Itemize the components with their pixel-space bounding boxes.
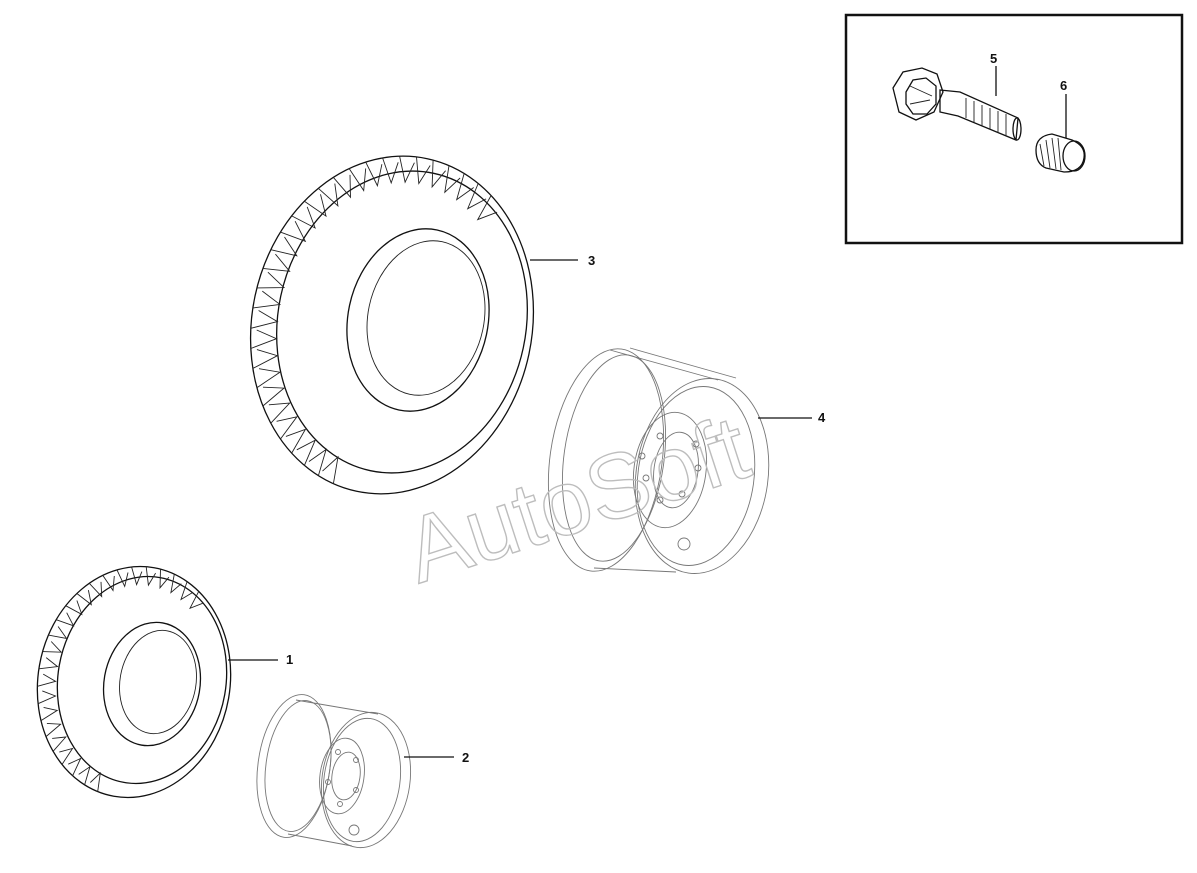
tread-lug bbox=[78, 765, 91, 786]
tread-lug bbox=[308, 448, 327, 476]
tread-lug bbox=[102, 575, 115, 592]
tread-lug bbox=[68, 757, 82, 776]
tread-lug bbox=[45, 722, 62, 737]
tread-lug bbox=[416, 156, 431, 185]
tread-lug bbox=[145, 566, 156, 587]
callout-4: 4 bbox=[818, 410, 826, 425]
tread-lug bbox=[466, 183, 487, 210]
tread-lug bbox=[170, 574, 182, 594]
tread-lug bbox=[268, 402, 291, 424]
tread-lug bbox=[318, 183, 339, 207]
tread-lug bbox=[59, 747, 74, 765]
tread-lug bbox=[399, 156, 415, 184]
tread-lug bbox=[382, 157, 399, 185]
large-tire-tread bbox=[250, 156, 498, 484]
wheel-bolt-illustration bbox=[892, 67, 1022, 141]
tread-lug bbox=[250, 310, 279, 329]
tread-lug bbox=[76, 590, 92, 606]
tread-lug bbox=[88, 581, 103, 598]
tread-lug bbox=[322, 455, 339, 484]
tread-lug bbox=[189, 591, 203, 610]
tread-lug bbox=[476, 195, 498, 221]
tread-lug bbox=[333, 174, 351, 199]
tread-lug bbox=[280, 220, 307, 243]
callout-3: 3 bbox=[588, 253, 595, 268]
tread-lug bbox=[38, 657, 59, 670]
tread-lug bbox=[56, 612, 75, 627]
tread-lug bbox=[37, 690, 57, 705]
tread-lug bbox=[262, 386, 286, 407]
tread-lug bbox=[52, 736, 67, 752]
tread-lug bbox=[256, 271, 286, 289]
tread-lug bbox=[285, 428, 307, 454]
tread-lug bbox=[365, 161, 383, 188]
tread-lug bbox=[276, 416, 298, 440]
tread-lug bbox=[42, 641, 63, 653]
callout-5: 5 bbox=[990, 51, 997, 66]
tread-lug bbox=[252, 349, 279, 369]
tread-lug bbox=[65, 600, 83, 616]
tread-lug bbox=[291, 206, 316, 229]
tread-lug bbox=[256, 368, 282, 389]
detail-inset: 5 6 bbox=[844, 13, 1184, 245]
large-tire-illustration bbox=[249, 155, 535, 495]
tread-lug bbox=[252, 290, 282, 309]
tread-lug bbox=[250, 329, 278, 349]
callout-6: 6 bbox=[1060, 78, 1067, 93]
watermark: AutoSoft bbox=[393, 397, 760, 603]
tread-lug bbox=[40, 706, 59, 721]
callout-2: 2 bbox=[462, 750, 469, 765]
small-wheel-rim-illustration bbox=[256, 694, 412, 849]
tread-lug bbox=[444, 165, 461, 194]
tread-lug bbox=[304, 194, 327, 218]
tread-lug bbox=[455, 173, 474, 201]
tread-lug bbox=[270, 236, 298, 257]
tread-lug bbox=[48, 626, 68, 640]
tread-lug bbox=[348, 168, 367, 192]
tread-lug bbox=[116, 569, 129, 588]
tread-lug bbox=[431, 160, 446, 189]
tread-lug bbox=[159, 569, 170, 590]
tread-lug bbox=[131, 566, 143, 586]
small-tire-illustration bbox=[36, 565, 232, 799]
small-tire-tread bbox=[37, 566, 203, 792]
tread-lug bbox=[37, 673, 57, 687]
bolt-cap-illustration bbox=[1035, 133, 1086, 173]
callout-1: 1 bbox=[286, 652, 293, 667]
tread-lug bbox=[89, 771, 101, 792]
tread-lug bbox=[262, 253, 291, 272]
tread-lug bbox=[180, 581, 193, 601]
large-wheel-rim-illustration bbox=[547, 347, 770, 574]
tread-lug bbox=[296, 439, 317, 466]
